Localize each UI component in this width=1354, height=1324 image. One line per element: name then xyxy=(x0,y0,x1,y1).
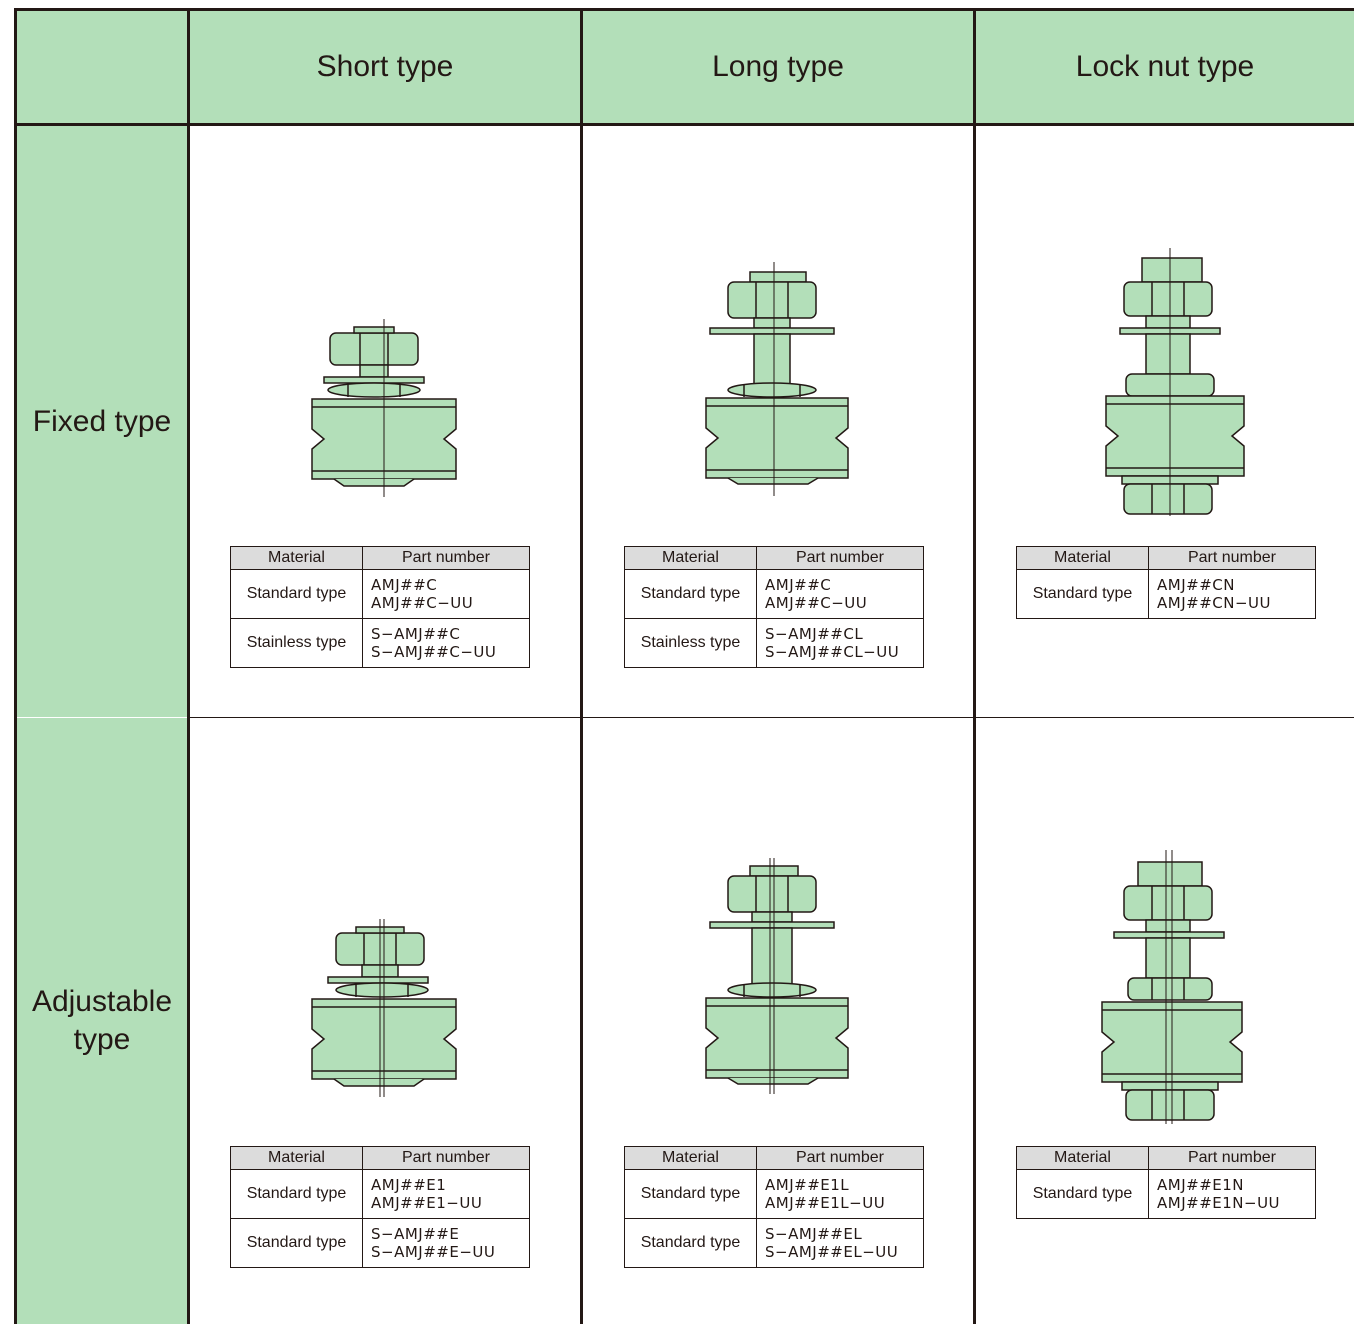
adjustable-locknut-spec-table: Material Part number Standard type AMJ##… xyxy=(1016,1146,1316,1219)
row-header-adjustable-label: Adjustable type xyxy=(31,985,173,1056)
material-header: Material xyxy=(1016,1146,1149,1170)
part-number-header: Part number xyxy=(362,1146,530,1170)
material-cell: Standard type xyxy=(624,569,757,619)
column-header-short: Short type xyxy=(190,11,580,123)
fixed-short-spec-table: Material Part number Standard type AMJ##… xyxy=(230,546,530,668)
column-header-locknut: Lock nut type xyxy=(976,11,1354,123)
part-number: AMJ##E1 xyxy=(371,1176,447,1194)
material-header: Material xyxy=(624,546,757,570)
part-number: S−AMJ##E xyxy=(371,1225,460,1243)
material-header: Material xyxy=(230,1146,363,1170)
material-cell: Standard type xyxy=(624,1169,757,1219)
part-number: S−AMJ##CL xyxy=(765,625,864,643)
material-header: Material xyxy=(624,1146,757,1170)
material-cell: Standard type xyxy=(624,1218,757,1268)
part-number: AMJ##E1L xyxy=(765,1176,850,1194)
material-cell: Stainless type xyxy=(624,618,757,668)
corner-cell xyxy=(17,11,187,123)
part-number-header: Part number xyxy=(362,546,530,570)
adjustable-long-spec-table: Material Part number Standard type AMJ##… xyxy=(624,1146,924,1268)
adjustable-short-spec-table: Material Part number Standard type AMJ##… xyxy=(230,1146,530,1268)
part-number: S−AMJ##CL−UU xyxy=(765,643,900,661)
material-cell: Standard type xyxy=(230,1218,363,1268)
fixed-long-drawing xyxy=(705,262,849,496)
part-number: S−AMJ##C xyxy=(371,625,461,643)
row-header-fixed: Fixed type xyxy=(17,126,187,717)
part-number: AMJ##E1N−UU xyxy=(1157,1194,1281,1212)
part-number: S−AMJ##EL xyxy=(765,1225,863,1243)
column-header-long: Long type xyxy=(583,11,973,123)
part-number-header: Part number xyxy=(1148,546,1316,570)
part-number: AMJ##C−UU xyxy=(765,594,868,612)
fixed-locknut-spec-table: Material Part number Standard type AMJ##… xyxy=(1016,546,1316,619)
part-number-header: Part number xyxy=(1148,1146,1316,1170)
row-header-adjustable: Adjustable type xyxy=(17,718,187,1324)
material-cell: Standard type xyxy=(230,1169,363,1219)
part-number-header: Part number xyxy=(756,1146,924,1170)
material-cell: Standard type xyxy=(1016,569,1149,619)
material-header: Material xyxy=(230,546,363,570)
part-number: S−AMJ##EL−UU xyxy=(765,1243,899,1261)
material-header: Material xyxy=(1016,546,1149,570)
adjustable-long-drawing xyxy=(705,858,849,1094)
grid-line xyxy=(14,8,1354,11)
adjustable-short-drawing xyxy=(311,919,457,1097)
grid-line xyxy=(14,123,1354,126)
material-cell: Standard type xyxy=(1016,1169,1149,1219)
part-number: S−AMJ##C−UU xyxy=(371,643,497,661)
fixed-locknut-drawing xyxy=(1105,248,1245,516)
part-number: S−AMJ##E−UU xyxy=(371,1243,496,1261)
part-number: AMJ##C−UU xyxy=(371,594,474,612)
part-number: AMJ##C xyxy=(765,576,832,594)
part-number: AMJ##C xyxy=(371,576,438,594)
grid-line xyxy=(14,8,17,1324)
grid-line xyxy=(580,8,583,1324)
material-cell: Stainless type xyxy=(230,618,363,668)
grid-line xyxy=(190,717,1354,718)
adjustable-locknut-drawing xyxy=(1101,850,1243,1124)
part-number: AMJ##CN xyxy=(1157,576,1235,594)
part-number-header: Part number xyxy=(756,546,924,570)
material-cell: Standard type xyxy=(230,569,363,619)
part-number: AMJ##E1L−UU xyxy=(765,1194,886,1212)
part-number: AMJ##E1N xyxy=(1157,1176,1245,1194)
part-number: AMJ##E1−UU xyxy=(371,1194,483,1212)
fixed-short-drawing xyxy=(311,319,457,497)
part-number: AMJ##CN−UU xyxy=(1157,594,1271,612)
grid-line xyxy=(973,8,976,1324)
product-table: Short type Long type Lock nut type Fixed… xyxy=(14,8,1354,1324)
fixed-long-spec-table: Material Part number Standard type AMJ##… xyxy=(624,546,924,668)
grid-line xyxy=(187,8,190,1324)
